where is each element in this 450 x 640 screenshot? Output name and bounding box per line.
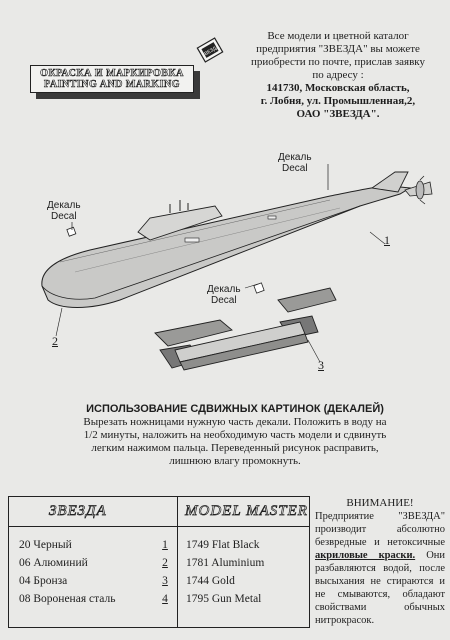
warning-text: Предприятие "ЗВЕЗДА" производит абсолютн… [315,511,446,626]
address-line: Все модели и цветной каталог [267,30,409,42]
table-row: 04 Бронза 3 1744 Gold [19,575,235,587]
submarine-drawing [41,164,433,371]
part-label-2: 2 [52,334,58,348]
display-stand [154,287,337,371]
decal-callout-middle: Декаль Decal [207,284,241,306]
part-label-3: 3 [318,358,324,372]
warning-emphasis: акриловые краски. [315,550,416,561]
paint-table: ЗВЕЗДА MODEL MASTER 20 Черный 1 1749 Fla… [8,496,310,628]
address-line: приобрести по почте, прислав заявку [251,56,425,68]
zvezda-logo-icon: ЗВЕЗДА [196,37,224,63]
table-header-zvezda: ЗВЕЗДА [49,503,107,520]
address-line: г. Лобня, ул. Промышленная,2, [260,95,416,107]
decal-callout-top: Декаль Decal [278,152,312,174]
part-label-1: 1 [384,233,390,247]
submarine-sail [137,205,223,241]
decal-callout-left: Декаль Decal [47,200,81,222]
propeller-icon [415,175,426,205]
warning-title: ВНИМАНИЕ! [346,497,414,509]
badge-title-ru: ОКРАСКА И МАРКИРОВКА [40,68,184,80]
painting-marking-badge: ОКРАСКА И МАРКИРОВКА PAINTING AND MARKIN… [30,65,200,99]
instructions-line: 1/2 минуты, наложить на необходимую част… [83,429,387,441]
table-row: 20 Черный 1 1749 Flat Black [19,539,260,551]
address-line: по адресу : [312,69,364,81]
decal-marker [66,226,77,237]
table-row: 06 Алюминий 2 1781 Aluminium [19,557,265,569]
badge-title-en: PAINTING AND MARKING [44,79,180,91]
submarine-tail-fin [370,171,409,193]
warning-note: ВНИМАНИЕ! Предприятие "ЗВЕЗДА" производи… [315,497,445,627]
address-line: 141730, Московская область, [266,82,410,94]
decal-instructions: ИСПОЛЬЗОВАНИЕ СДВИЖНЫХ КАРТИНОК (ДЕКАЛЕЙ… [80,403,390,468]
address-block: Все модели и цветной каталог предприятия… [233,30,443,121]
instructions-line: Вырезать ножницами нужную часть декали. … [83,416,387,428]
table-header-model-master: MODEL MASTER [185,503,308,520]
address-line: предприятия "ЗВЕЗДА" вы можете [256,43,420,55]
table-row: 08 Вороненая сталь 4 1795 Gun Metal [19,593,262,605]
instructions-line: легким нажимом пальца. Переведенный рису… [91,442,379,454]
instructions-line: лишнюю влагу промокнуть. [169,455,301,467]
decal-marker [253,282,265,294]
address-line: ОАО "ЗВЕЗДА". [296,108,380,120]
instructions-title: ИСПОЛЬЗОВАНИЕ СДВИЖНЫХ КАРТИНОК (ДЕКАЛЕЙ… [86,403,384,415]
